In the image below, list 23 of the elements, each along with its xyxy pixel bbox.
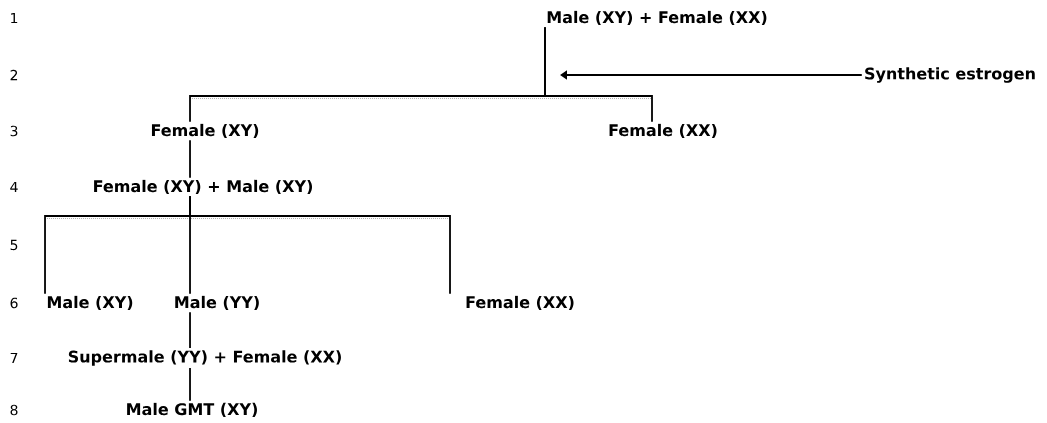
row-number: 1 xyxy=(11,12,18,24)
genotype-label: Female (XX) xyxy=(609,123,717,139)
genotype-label: Female (XX) xyxy=(466,295,574,311)
genotype-label: Female (XY) xyxy=(151,123,259,139)
genotype-label: Male (XY) + Female (XX) xyxy=(547,10,767,26)
connector-line xyxy=(189,139,191,179)
row-number: 8 xyxy=(10,404,18,416)
genotype-label: Male GMT (XY) xyxy=(127,402,257,418)
genotype-label: Male (XY) xyxy=(47,295,133,311)
genotype-label: Supermale (YY) + Female (XX) xyxy=(68,350,341,366)
connector-line xyxy=(189,311,191,349)
row-number: 4 xyxy=(10,181,18,193)
row-number: 6 xyxy=(10,297,18,309)
connector-line xyxy=(544,26,653,123)
row-number: 5 xyxy=(10,239,18,251)
connector-line xyxy=(189,367,191,402)
connector-line xyxy=(189,195,451,295)
row-number: 7 xyxy=(10,352,18,364)
row-number: 3 xyxy=(10,125,18,137)
row-number: 2 xyxy=(10,69,18,81)
genotype-label: Synthetic estrogen xyxy=(865,67,1035,83)
genotype-label: Female (XY) + Male (XY) xyxy=(94,179,312,195)
genotype-label: Male (YY) xyxy=(175,295,259,311)
